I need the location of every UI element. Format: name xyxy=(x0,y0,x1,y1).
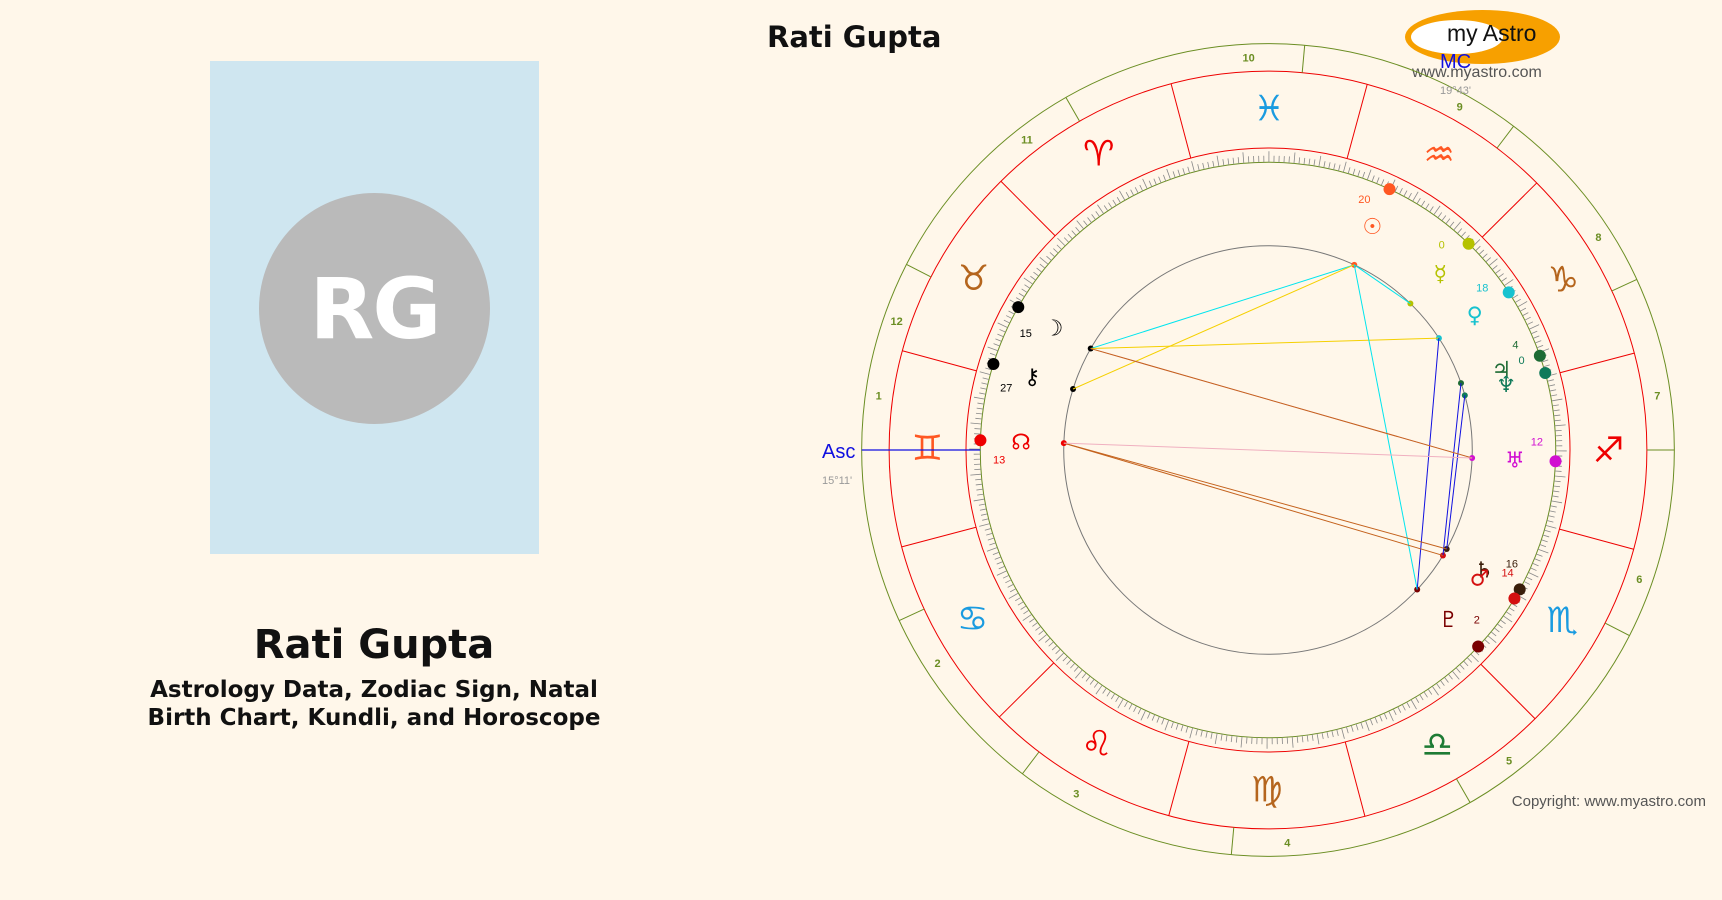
wheel-graphics: ♈♉♊♋♌♍♎♏♐♑♒♓123456789101112☉20☿0♀18♃4♆0♅… xyxy=(861,43,1675,857)
svg-text:⚷: ⚷ xyxy=(1024,365,1040,390)
chart-title: Rati Gupta xyxy=(767,20,942,54)
svg-text:♊: ♊ xyxy=(912,428,944,469)
svg-text:0: 0 xyxy=(1519,355,1525,367)
svg-text:15: 15 xyxy=(1020,328,1032,340)
svg-text:☽: ☽ xyxy=(1044,316,1064,341)
logo-url-link[interactable]: www.myastro.com xyxy=(1412,64,1542,81)
avatar: RG xyxy=(259,193,490,424)
svg-text:♓: ♓ xyxy=(1253,89,1285,130)
svg-text:♀: ♀ xyxy=(1467,304,1483,329)
svg-text:10: 10 xyxy=(1243,52,1255,64)
logo-text: my Astro xyxy=(1447,20,1537,46)
svg-text:12: 12 xyxy=(891,316,903,328)
svg-text:2: 2 xyxy=(935,658,941,670)
asc-degree: 15°11' xyxy=(822,475,852,487)
subtitle-line-2: Birth Chart, Kundli, and Horoscope xyxy=(147,705,601,731)
svg-text:27: 27 xyxy=(1000,383,1012,395)
svg-text:♋: ♋ xyxy=(957,598,989,639)
svg-text:♐: ♐ xyxy=(1593,430,1625,471)
mc-degree: 19°43' xyxy=(1440,85,1471,97)
svg-text:♉: ♉ xyxy=(958,258,990,299)
svg-text:♅: ♅ xyxy=(1505,449,1525,474)
svg-text:11: 11 xyxy=(1021,134,1033,146)
asc-label: Asc xyxy=(822,441,855,463)
svg-text:20: 20 xyxy=(1358,194,1370,206)
svg-text:4: 4 xyxy=(1284,838,1291,850)
svg-text:18: 18 xyxy=(1476,282,1488,294)
svg-text:6: 6 xyxy=(1636,574,1642,586)
svg-text:☉: ☉ xyxy=(1362,215,1382,240)
svg-text:♇: ♇ xyxy=(1439,608,1459,633)
svg-text:♃: ♃ xyxy=(1492,358,1512,383)
mc-label: MC xyxy=(1440,51,1471,73)
svg-text:☊: ☊ xyxy=(1011,431,1031,456)
svg-text:0: 0 xyxy=(1439,239,1445,251)
logo-inner-ellipse xyxy=(1411,20,1503,54)
svg-text:13: 13 xyxy=(993,455,1005,467)
profile-subtitle: Astrology Data, Zodiac Sign, Natal Birth… xyxy=(0,676,748,732)
svg-text:7: 7 xyxy=(1654,390,1660,402)
profile-name: Rati Gupta xyxy=(253,622,495,668)
svg-text:♂: ♂ xyxy=(1470,567,1490,592)
svg-text:♏: ♏ xyxy=(1547,600,1579,641)
svg-text:♈: ♈ xyxy=(1083,134,1115,175)
svg-text:♑: ♑ xyxy=(1548,260,1580,301)
svg-text:8: 8 xyxy=(1595,232,1601,244)
svg-text:♒: ♒ xyxy=(1423,135,1455,176)
avatar-initials: RG xyxy=(309,259,442,358)
svg-text:5: 5 xyxy=(1506,756,1512,768)
svg-text:4: 4 xyxy=(1512,339,1518,351)
svg-text:♎: ♎ xyxy=(1422,724,1454,765)
svg-text:12: 12 xyxy=(1531,437,1543,449)
svg-text:♌: ♌ xyxy=(1081,723,1113,764)
svg-text:2: 2 xyxy=(1474,615,1480,627)
svg-text:3: 3 xyxy=(1073,788,1079,800)
svg-text:9: 9 xyxy=(1457,102,1463,114)
svg-text:16: 16 xyxy=(1506,559,1518,571)
svg-text:1: 1 xyxy=(876,390,882,402)
subtitle-line-1: Astrology Data, Zodiac Sign, Natal xyxy=(150,677,598,703)
svg-text:14: 14 xyxy=(1501,567,1513,579)
svg-text:♍: ♍ xyxy=(1251,769,1283,810)
svg-text:♆: ♆ xyxy=(1496,373,1516,398)
myastro-logo[interactable]: my Astro xyxy=(1405,10,1560,64)
copyright-text: Copyright: www.myastro.com xyxy=(1511,793,1706,810)
svg-text:☿: ☿ xyxy=(1434,262,1448,287)
svg-text:♄: ♄ xyxy=(1474,559,1494,584)
